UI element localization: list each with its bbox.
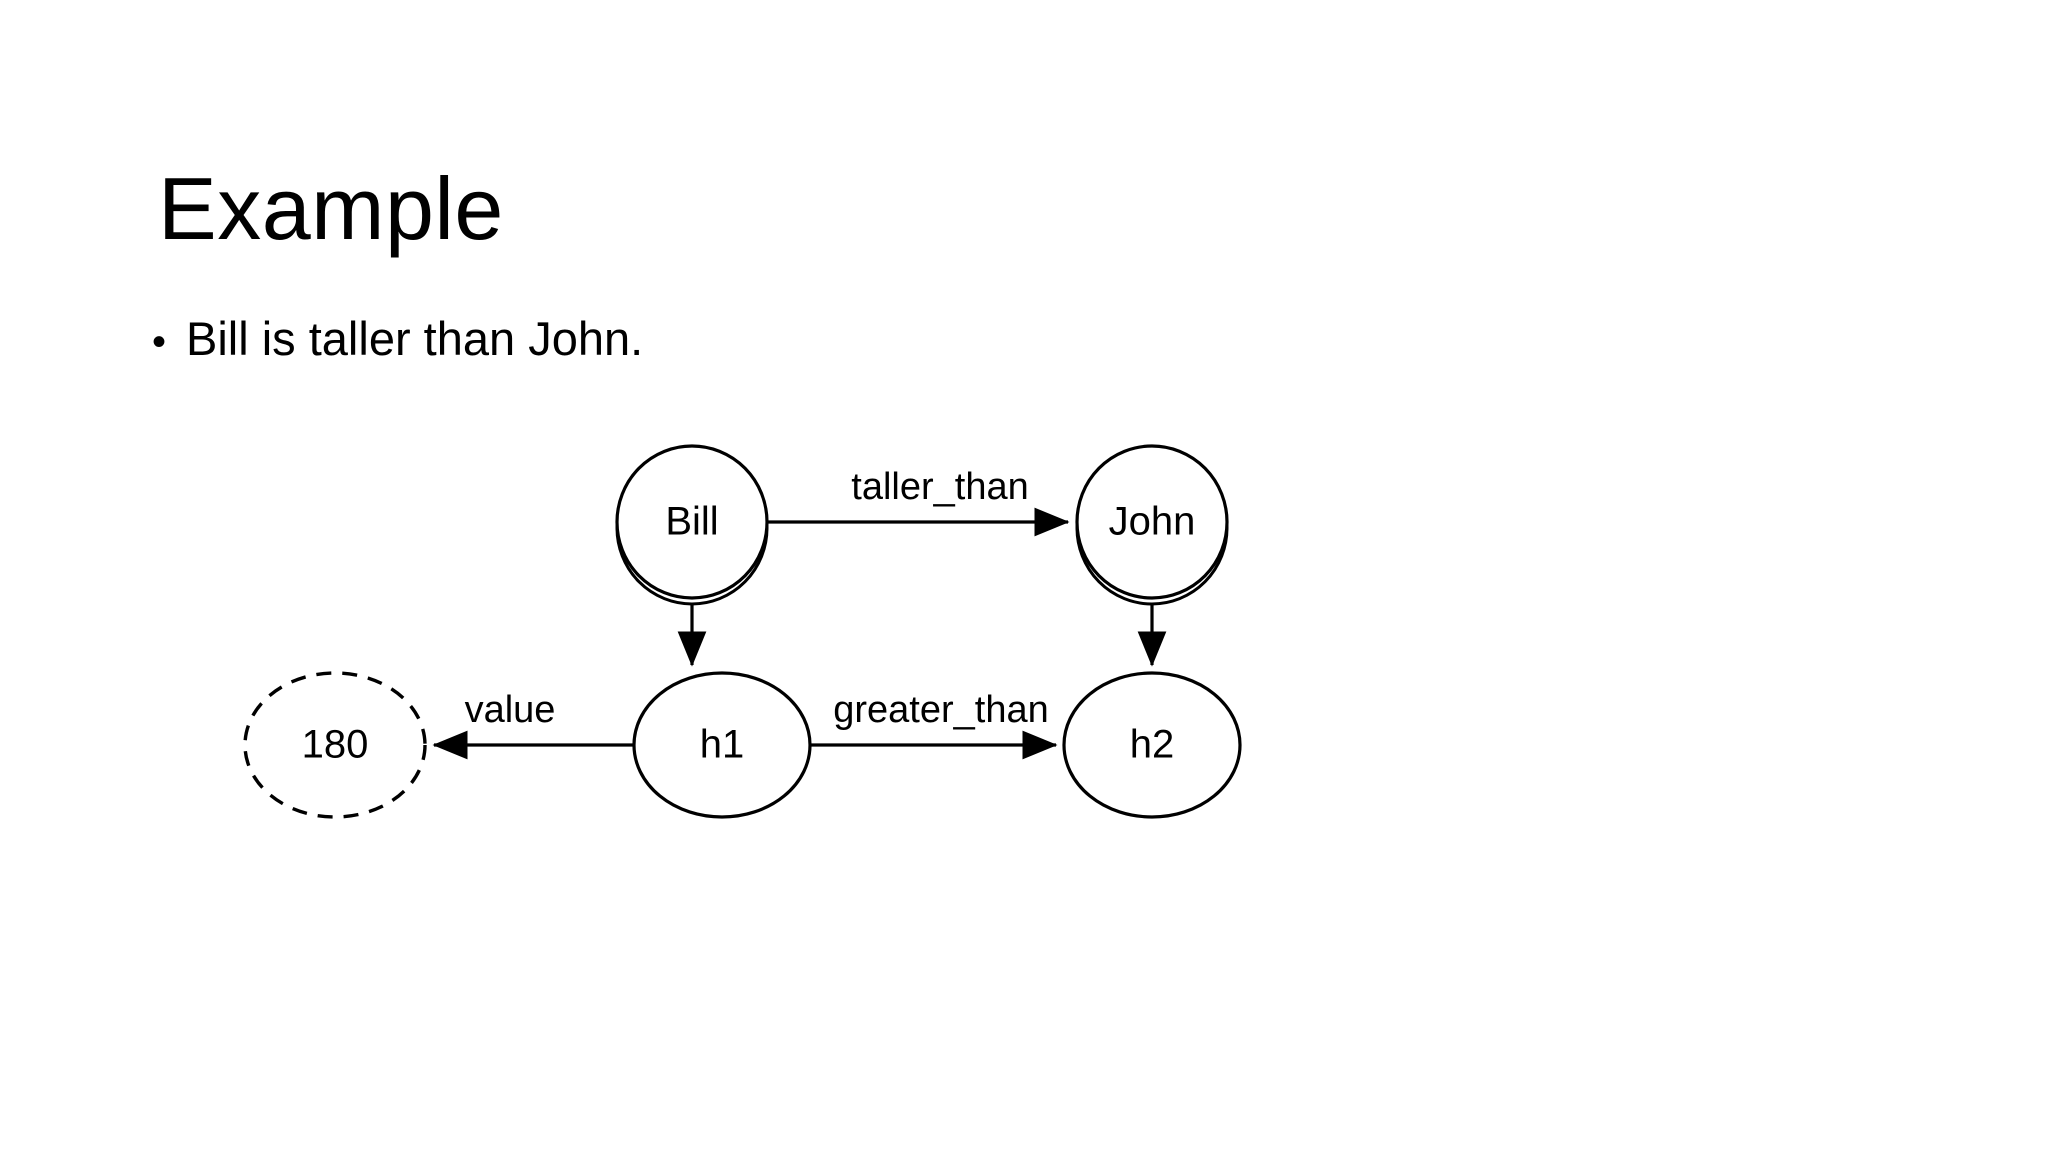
graph-node-h2[interactable]: h2: [1062, 671, 1242, 819]
graph-node-180[interactable]: 180: [243, 671, 427, 819]
edge-bill-john-label: taller_than: [851, 466, 1028, 508]
graph-node-h2-outline: [1062, 671, 1242, 819]
graph-node-h1-outline: [632, 671, 812, 819]
edge-h1-h2: greater_than: [810, 689, 1058, 760]
graph-node-h1[interactable]: h1: [632, 671, 812, 819]
graph-node-bill[interactable]: Bill: [615, 444, 769, 606]
bullet-list: • Bill is taller than John.: [152, 310, 643, 369]
edge-h1-180-label: value: [465, 689, 556, 731]
edge-bill-john: taller_than: [767, 466, 1070, 537]
graph-node-john-outline: [1075, 444, 1229, 600]
edge-h1-180: value: [432, 689, 634, 760]
edge-h1-h2-label: greater_than: [833, 689, 1049, 731]
graph-node-h2-label: h2: [1130, 723, 1175, 767]
graph-node-180-outline: [243, 671, 427, 819]
page-title: Example: [158, 158, 504, 258]
graph-node-bill-label: Bill: [665, 500, 718, 544]
graph-node-john[interactable]: John: [1075, 444, 1229, 606]
bullet-marker-icon: •: [152, 320, 167, 364]
bullet-item-label: Bill is taller than John.: [186, 312, 644, 365]
list-item: • Bill is taller than John.: [152, 310, 643, 369]
graph-node-h1-label: h1: [700, 723, 745, 767]
graph-node-john-label: John: [1109, 500, 1196, 544]
graph-node-180-label: 180: [302, 723, 369, 767]
graph-node-bill-outline: [615, 444, 769, 600]
